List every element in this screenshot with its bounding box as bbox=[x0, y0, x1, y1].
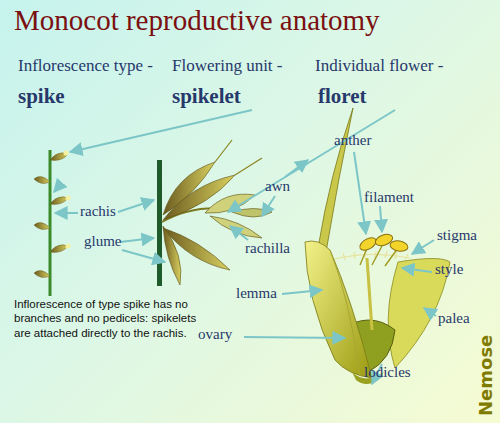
spike-figure bbox=[34, 150, 71, 296]
heading-term: floret bbox=[318, 84, 367, 109]
leader-lines bbox=[54, 110, 436, 384]
heading-term: spikelet bbox=[172, 84, 241, 109]
part-label: filament bbox=[364, 189, 414, 206]
part-label: palea bbox=[438, 310, 470, 327]
heading-label: Inflorescence type - bbox=[18, 56, 153, 76]
heading-label: Flowering unit - bbox=[172, 56, 283, 76]
part-label: lodicles bbox=[364, 364, 411, 381]
part-label: anther bbox=[334, 132, 371, 149]
heading-label: Individual flower - bbox=[315, 56, 443, 76]
floret-figure bbox=[305, 108, 450, 384]
part-label: awn bbox=[265, 178, 290, 195]
heading-term: spike bbox=[18, 84, 65, 109]
watermark: Nemose bbox=[475, 335, 496, 416]
diagram-title: Monocot reproductive anatomy bbox=[14, 4, 380, 37]
spikelet-figure bbox=[157, 140, 272, 286]
part-label: ovary bbox=[198, 326, 232, 343]
note-text: Inflorescence of type spike has no branc… bbox=[14, 297, 206, 340]
part-label: rachis bbox=[80, 203, 116, 220]
part-label: rachilla bbox=[245, 240, 290, 257]
part-label: glume bbox=[84, 233, 122, 250]
part-label: lemma bbox=[236, 285, 277, 302]
part-label: style bbox=[435, 261, 463, 278]
part-label: stigma bbox=[437, 227, 477, 244]
